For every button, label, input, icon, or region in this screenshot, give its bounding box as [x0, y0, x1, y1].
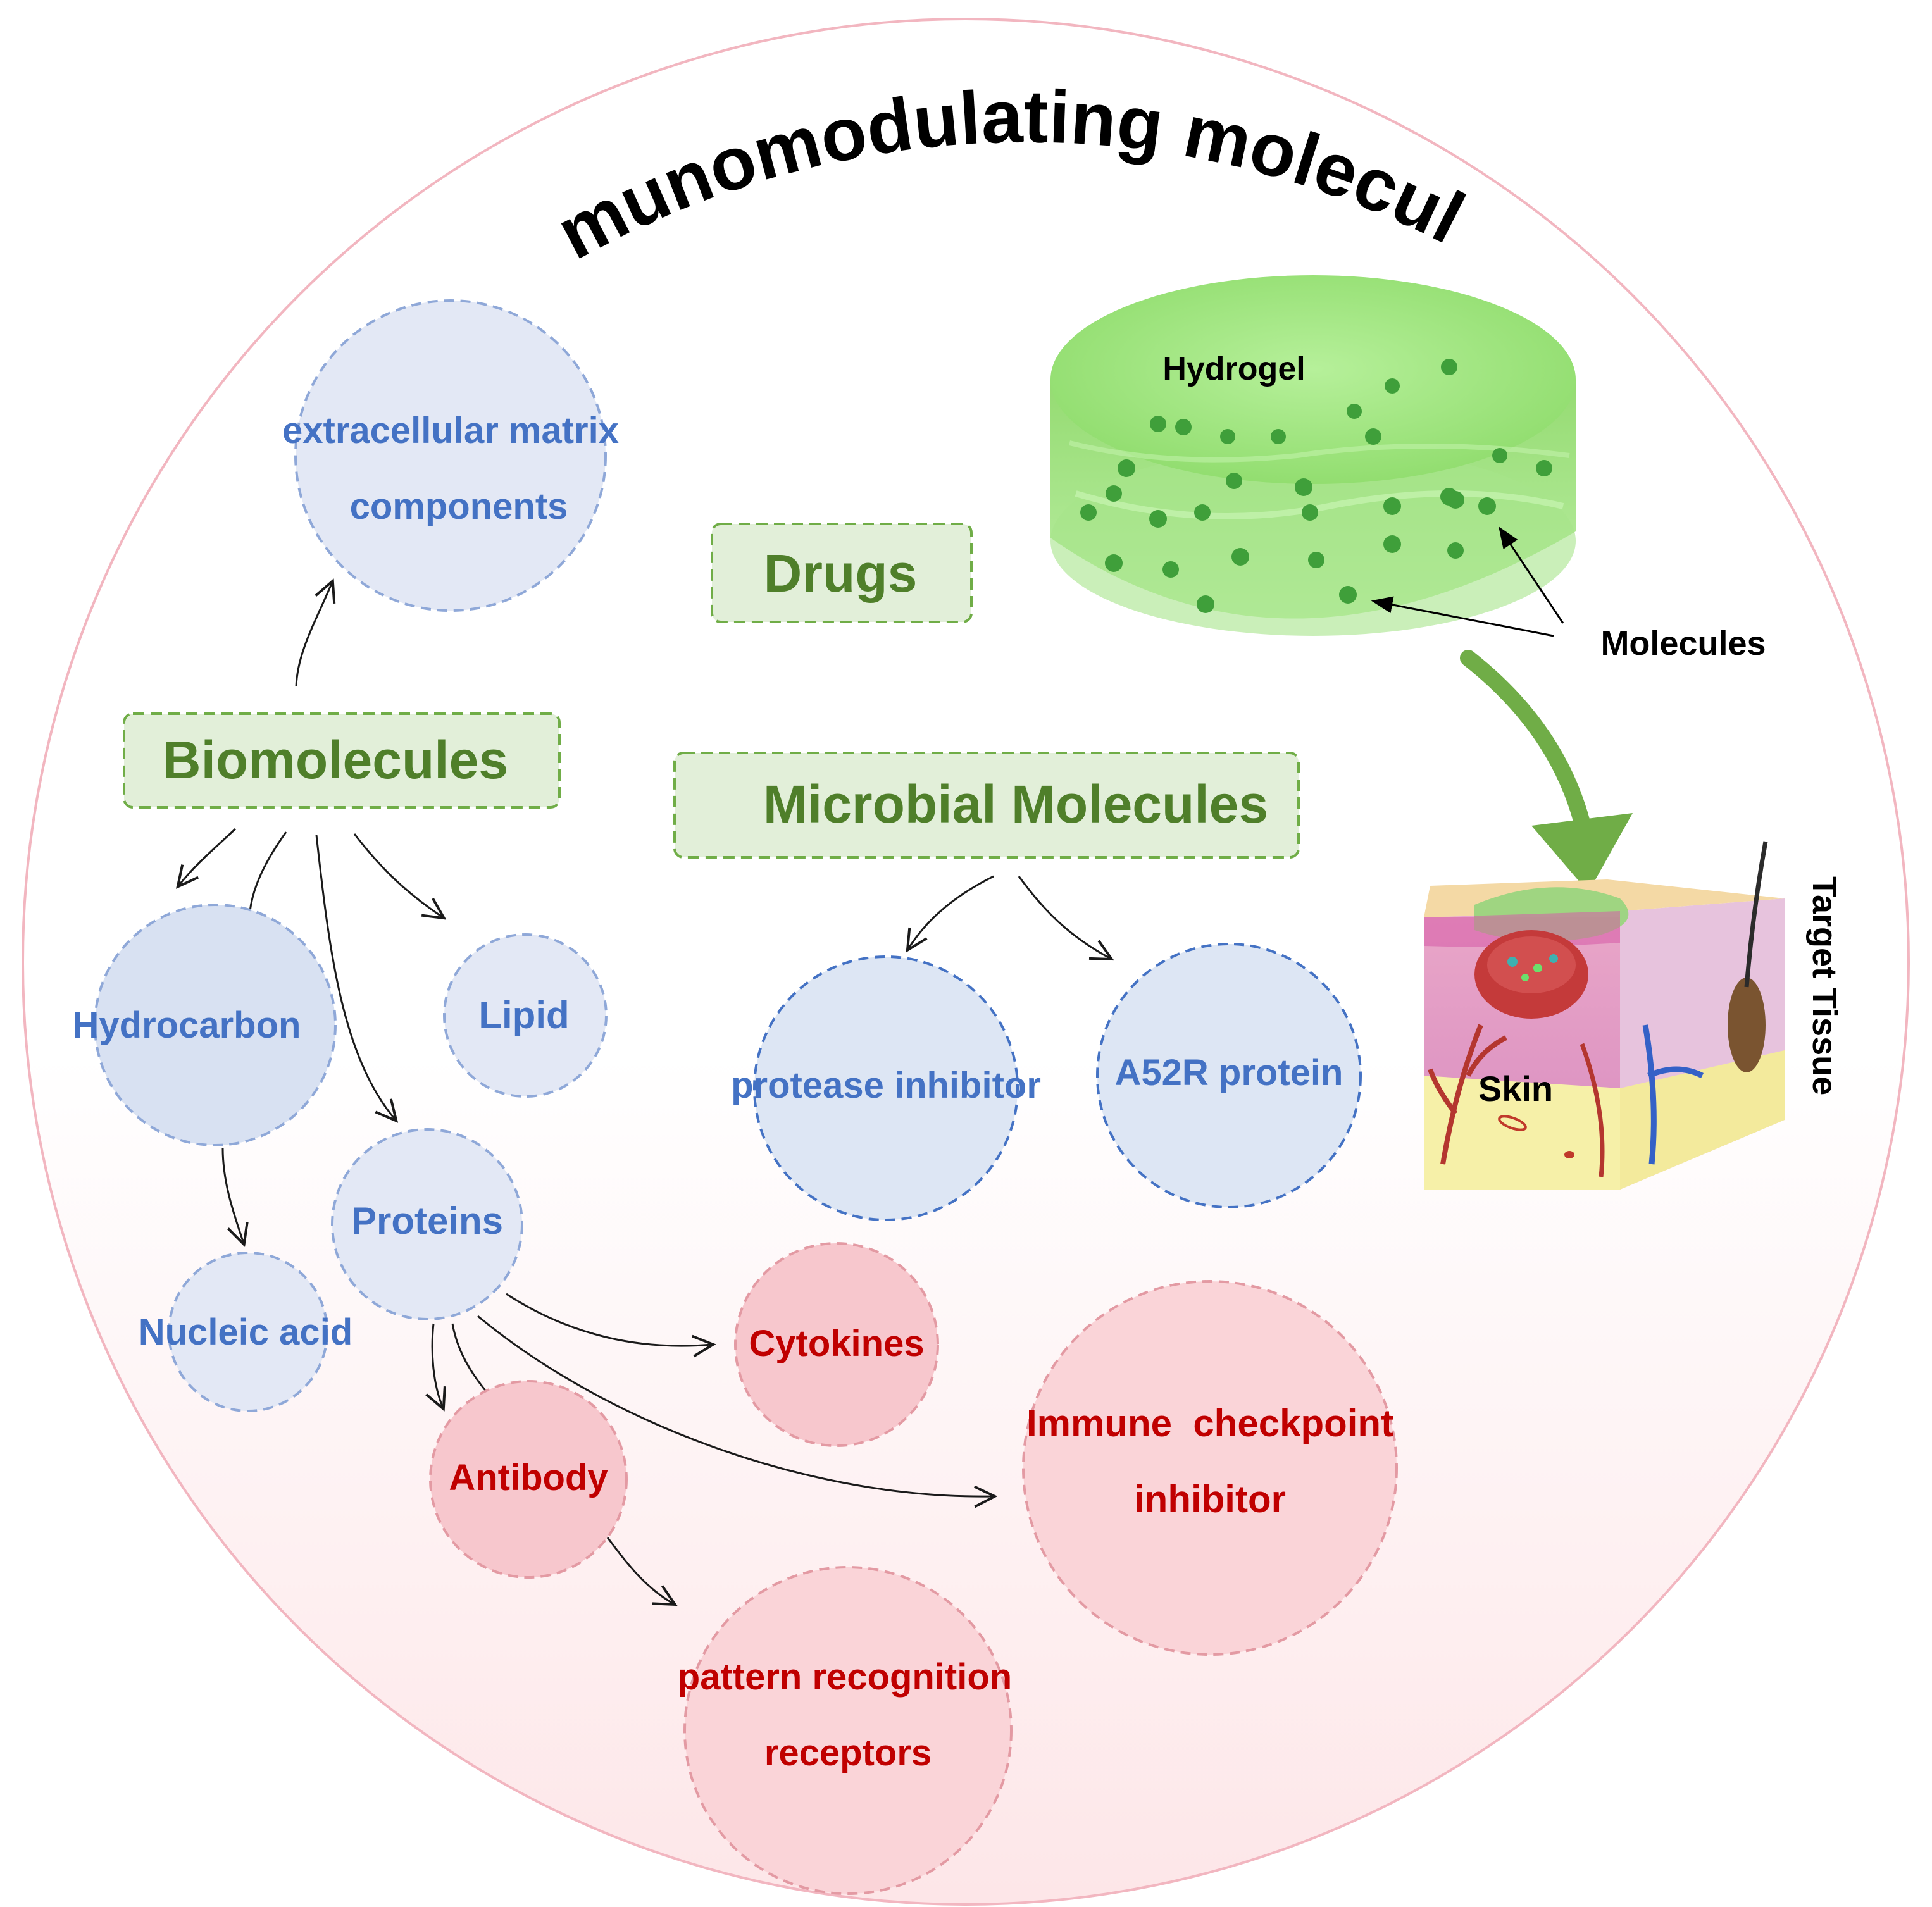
arrow-to-antibody-1	[432, 1323, 443, 1408]
proteins-label: Proteins	[351, 1200, 503, 1242]
arrow-to-proteins	[315, 835, 396, 1120]
node-antibody: Antibody	[429, 1380, 628, 1579]
checkpoint-label-line1: Immune checkpoint	[1026, 1402, 1393, 1444]
arrow-to-nucleic-acid	[221, 1148, 244, 1243]
skin-illustration: Skin	[1424, 841, 1785, 1190]
delivery-arrow	[1460, 650, 1633, 892]
cytokines-label: Cytokines	[749, 1323, 924, 1364]
microbial-label: Microbial Molecules	[763, 774, 1268, 834]
arrow-to-lipid	[353, 833, 443, 917]
molecules-label: Molecules	[1600, 624, 1766, 662]
node-prr: pattern recognition receptors	[678, 1566, 1013, 1895]
category-biomolecules: Biomolecules	[123, 712, 561, 809]
node-lipid: Lipid	[443, 933, 608, 1098]
prr-label-line1: pattern recognition	[678, 1656, 1012, 1698]
arrow-hook-hydrocarbon	[249, 831, 287, 912]
category-microbial: Microbial Molecules	[673, 752, 1300, 859]
a52r-label: A52R protein	[1115, 1052, 1343, 1093]
checkpoint-label-line2: inhibitor	[1134, 1478, 1286, 1520]
molecules-pointer-1	[1499, 526, 1564, 624]
hydrocarbon-label: Hydrocarbon	[73, 1005, 301, 1046]
antibody-label: Antibody	[449, 1457, 608, 1498]
nucleic-acid-label: Nucleic acid	[139, 1312, 352, 1353]
arrow-to-a52r	[1018, 876, 1111, 959]
target-tissue-label: Target Tissue	[1805, 876, 1843, 1095]
skin-label: Skin	[1478, 1069, 1553, 1109]
node-proteins: Proteins	[331, 1128, 523, 1320]
node-checkpoint: Immune checkpoint inhibitor	[1022, 1280, 1398, 1656]
node-nucleic-acid: Nucleic acid	[139, 1252, 352, 1412]
lipid-label: Lipid	[478, 994, 569, 1036]
node-hydrocarbon: Hydrocarbon	[73, 904, 337, 1146]
node-a52r: A52R protein	[1096, 943, 1362, 1208]
arrow-to-checkpoint	[477, 1315, 994, 1496]
node-ecm: extracellular matrix components	[282, 299, 619, 612]
drugs-label: Drugs	[764, 544, 918, 603]
category-drugs: Drugs	[711, 523, 973, 623]
hydrogel-label: Hydrogel	[1162, 351, 1305, 387]
connectors	[178, 582, 1111, 1604]
node-protease-inhibitor: protease inhibitor	[731, 955, 1041, 1221]
prr-label-line2: receptors	[764, 1732, 932, 1773]
protease-inhibitor-label: protease inhibitor	[731, 1065, 1041, 1106]
arrow-to-prr	[606, 1537, 674, 1604]
ecm-label-line1: extracellular matrix	[282, 410, 619, 451]
molecules-pointer-2	[1371, 596, 1554, 637]
arrow-to-ecm	[295, 582, 332, 687]
ecm-label-line2: components	[350, 486, 568, 527]
arrow-to-protease-inhibitor	[908, 875, 994, 949]
arrow-to-hydrocarbon	[178, 828, 237, 886]
node-cytokines: Cytokines	[734, 1242, 939, 1447]
arrow-to-cytokines	[506, 1293, 712, 1346]
hydrogel-illustration: Hydrogel Molecules	[1050, 275, 1766, 662]
hydrogel-particles	[1080, 359, 1552, 613]
biomolecules-label: Biomolecules	[163, 730, 508, 790]
